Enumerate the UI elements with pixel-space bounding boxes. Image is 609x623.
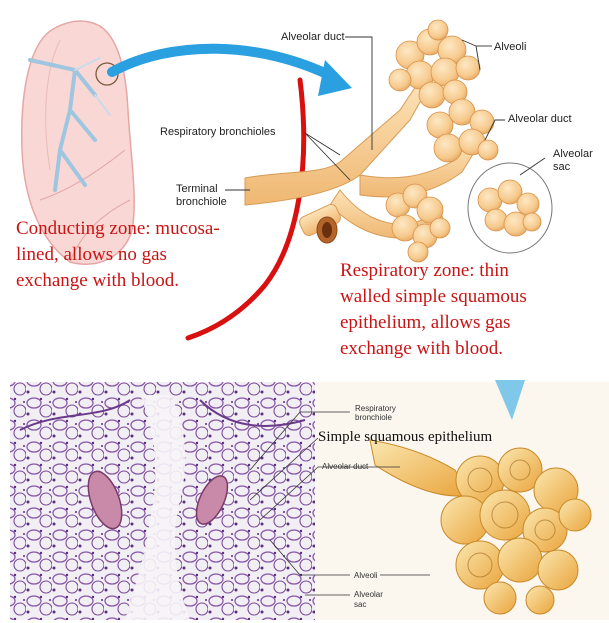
arrow-head-icon [318,60,352,96]
conducting-zone-line: exchange with blood. [16,270,179,292]
conducting-zone-line: lined, allows no gas [16,244,167,266]
label-resp-bronchiole-1: Respiratory [355,404,396,413]
respiratory-zone-line: Respiratory zone: thin [340,260,509,282]
label-alveolar-duct-right: Alveolar duct [508,113,572,125]
label-resp-bronchiole-2: bronchiole [355,413,392,422]
label-respiratory-bronchioles: Respiratory bronchioles [160,126,276,138]
zone-divider-line [188,80,304,338]
label-terminal-2: bronchiole [176,196,227,208]
respiratory-zone-line: epithelium, allows gas [340,312,510,334]
label-alveoli-bottom: Alveoli [354,571,378,580]
label-alveolar-sac-1: Alveolar [553,148,593,160]
label-alveolar-sac-2: sac [553,161,570,173]
label-simple-squamous: Simple squamous epithelium [318,428,492,446]
label-alveolar-sac-bottom-1: Alveolar [354,590,383,599]
label-alveoli: Alveoli [494,41,526,53]
label-alveolar-duct-bottom: Alveolar duct [322,462,368,471]
label-terminal-1: Terminal [176,183,218,195]
respiratory-zone-line: walled simple squamous [340,286,527,308]
respiratory-zone-line: exchange with blood. [340,338,503,360]
label-alveolar-duct-top: Alveolar duct [281,31,345,43]
conducting-zone-line: Conducting zone: mucosa- [16,218,220,240]
label-alveolar-sac-bottom-2: sac [354,600,366,609]
zoom-arrow [112,49,335,78]
alveoli-clusters [386,20,552,262]
